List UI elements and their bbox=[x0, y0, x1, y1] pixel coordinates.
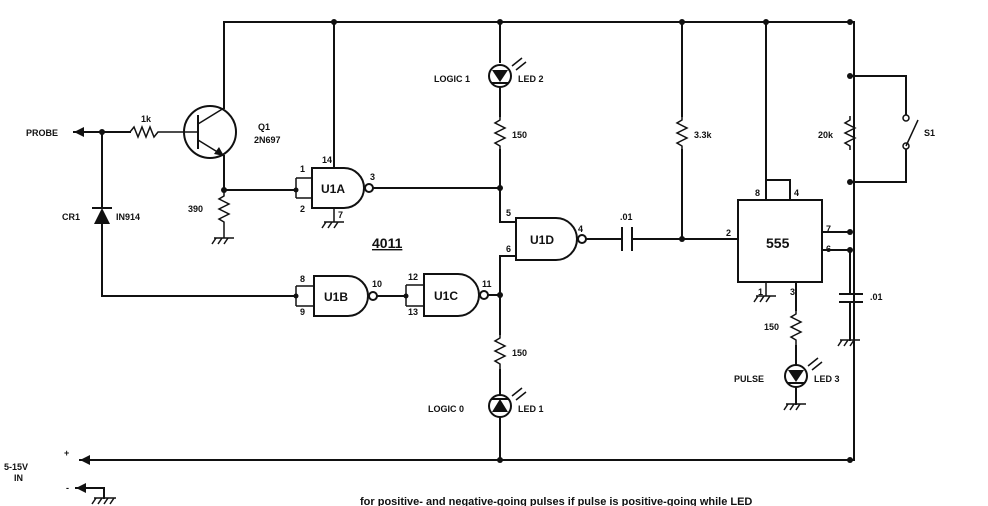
resistor-3-3k: 3.3k bbox=[675, 21, 713, 240]
caption-text: for positive- and negative-going pulses … bbox=[360, 496, 752, 506]
r150-bot-label: 150 bbox=[512, 348, 527, 358]
u1c-label: U1C bbox=[434, 289, 458, 303]
r20k-label: 20k bbox=[818, 130, 834, 140]
gate-u1c: U1C 12 13 11 bbox=[403, 272, 503, 317]
s1-label: S1 bbox=[924, 128, 935, 138]
u1a-pin2: 2 bbox=[300, 204, 305, 214]
u1c-pin13: 13 bbox=[408, 307, 418, 317]
pulse-label: PULSE bbox=[734, 374, 764, 384]
u1d-pin6: 6 bbox=[506, 244, 511, 254]
u1a-pin14: 14 bbox=[322, 155, 332, 165]
u1b-pin9: 9 bbox=[300, 307, 305, 317]
gate-u1b: U1B 8 9 10 bbox=[293, 274, 407, 317]
led2-branch: LOGIC 1 LED 2 150 bbox=[434, 21, 544, 223]
c01-coupling-label: .01 bbox=[620, 212, 633, 222]
u1c-pin12: 12 bbox=[408, 272, 418, 282]
u1d-pin5: 5 bbox=[506, 208, 511, 218]
u1d-label: U1D bbox=[530, 233, 554, 247]
cr1-part: IN914 bbox=[116, 212, 140, 222]
r150-pulse-label: 150 bbox=[764, 322, 779, 332]
t555-pin4: 4 bbox=[794, 188, 799, 198]
ic555-label: 555 bbox=[766, 235, 790, 251]
t555-pin8: 8 bbox=[755, 188, 760, 198]
timing-network: 20k S1 .01 bbox=[818, 73, 935, 347]
led1-label: LED 1 bbox=[518, 404, 544, 414]
logic1-label: LOGIC 1 bbox=[434, 74, 470, 84]
logic0-label: LOGIC 0 bbox=[428, 404, 464, 414]
t555-pin7: 7 bbox=[826, 224, 831, 234]
resistor-390: 390 bbox=[188, 187, 234, 245]
u1b-label: U1B bbox=[324, 290, 348, 304]
led2-label: LED 2 bbox=[518, 74, 544, 84]
t555-pin1: 1 bbox=[758, 287, 763, 297]
supply-in-label: IN bbox=[14, 473, 23, 483]
r33k-label: 3.3k bbox=[694, 130, 713, 140]
chip-label-4011: 4011 bbox=[372, 235, 403, 251]
q1-part: 2N697 bbox=[254, 135, 281, 145]
gate-u1d: U1D 5 6 4 bbox=[506, 208, 623, 261]
ic-555: 555 8 4 2 7 6 1 3 bbox=[726, 21, 853, 303]
supply-label: 5-15V bbox=[4, 462, 28, 472]
u1a-label: U1A bbox=[321, 182, 345, 196]
u1a-pin1: 1 bbox=[300, 164, 305, 174]
probe-label: PROBE bbox=[26, 128, 58, 138]
r390-label: 390 bbox=[188, 204, 203, 214]
u1b-pin8: 8 bbox=[300, 274, 305, 284]
ground-symbol bbox=[91, 497, 116, 505]
r150-top-label: 150 bbox=[512, 130, 527, 140]
c01-timing-label: .01 bbox=[870, 292, 883, 302]
u1b-pin10: 10 bbox=[372, 279, 382, 289]
u1d-pin4: 4 bbox=[578, 224, 583, 234]
u1a-pin3: 3 bbox=[370, 172, 375, 182]
supply-input: 5-15V IN + - bbox=[4, 448, 116, 505]
q1-ref: Q1 bbox=[258, 122, 270, 132]
t555-pin3: 3 bbox=[790, 287, 795, 297]
supply-minus: - bbox=[66, 483, 69, 493]
t555-pin2: 2 bbox=[726, 228, 731, 238]
gate-u1a: U1A 1 2 3 14 7 bbox=[223, 21, 501, 229]
led3-branch: 150 PULSE LED 3 bbox=[734, 281, 840, 411]
capacitor-01-coupling: .01 bbox=[620, 212, 739, 251]
r1k-label: 1k bbox=[141, 114, 152, 124]
cr1-ref: CR1 bbox=[62, 212, 80, 222]
u1a-pin7: 7 bbox=[338, 210, 343, 220]
led3-label: LED 3 bbox=[814, 374, 840, 384]
resistor-1k: 1k bbox=[129, 114, 180, 140]
led1-branch: 150 LOGIC 0 LED 1 bbox=[428, 255, 544, 461]
probe-input: PROBE bbox=[26, 127, 131, 138]
u1c-pin11: 11 bbox=[482, 279, 492, 289]
diode-cr1: CR1 IN914 bbox=[62, 131, 297, 297]
transistor-q1: Q1 2N697 bbox=[180, 21, 281, 191]
supply-plus: + bbox=[64, 448, 69, 458]
bottom-supply-rail bbox=[79, 455, 855, 465]
